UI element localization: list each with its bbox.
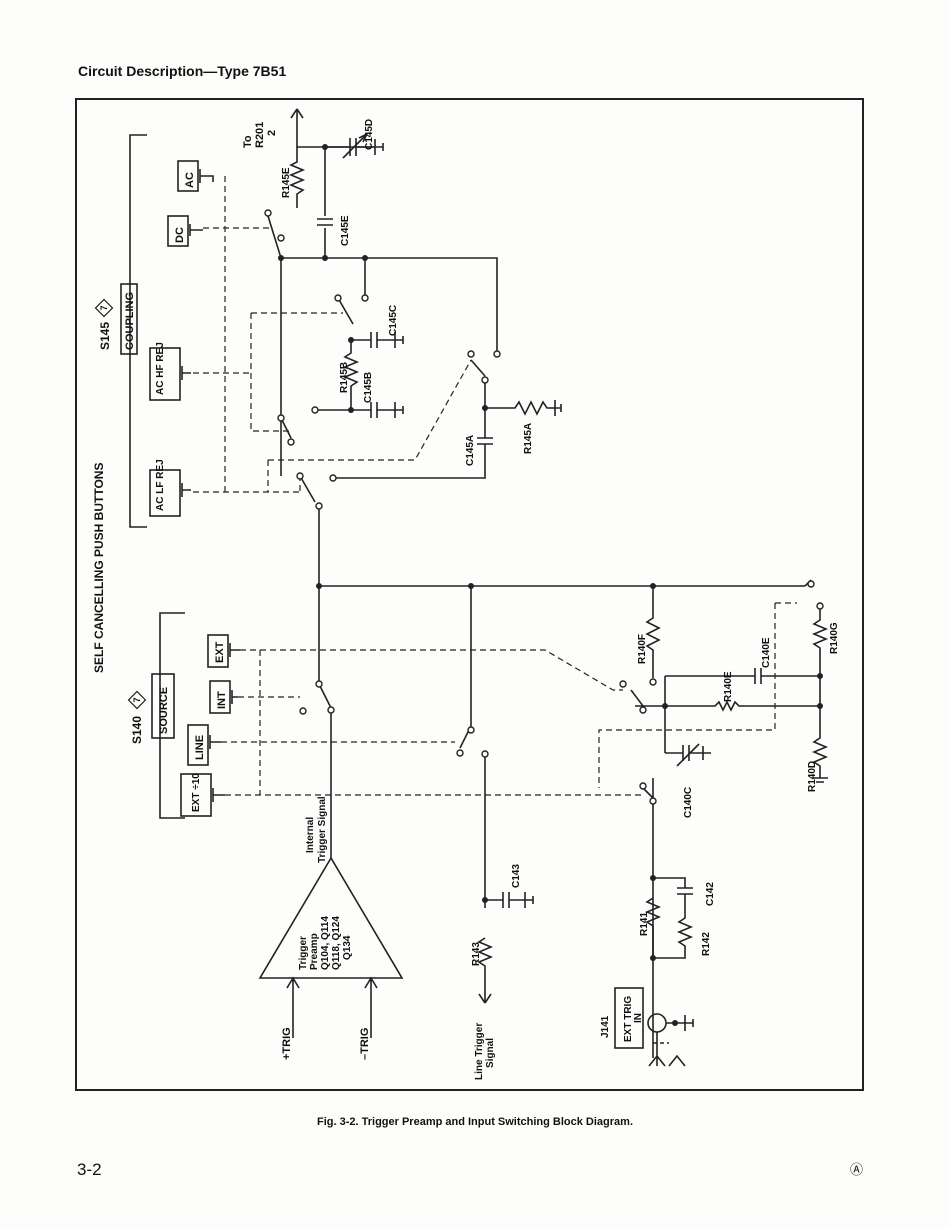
plus-trig-label: +TRIG: [281, 1027, 293, 1060]
label-r140e: R140E: [723, 671, 734, 702]
label-r140f: R140F: [637, 634, 648, 664]
connector-ref: J141: [600, 1015, 611, 1038]
label-c140e: C140E: [761, 637, 772, 668]
source-label-box: [151, 673, 175, 739]
preamp-line2: Preamp: [309, 933, 320, 970]
coupling-label-box: [120, 283, 138, 355]
revision-mark: Ⓐ: [850, 1162, 864, 1177]
button-ac-hf-rej-label: AC HF REJ: [155, 342, 166, 395]
label-c142: C142: [705, 882, 716, 906]
line-trigger-line1: Line Trigger: [474, 1023, 485, 1080]
page-header: Circuit Description—Type 7B51: [78, 63, 287, 79]
button-dc: [167, 215, 189, 247]
source-switch-id: S140: [130, 716, 144, 744]
coupling-group-label: SELF CANCELLING PUSH BUTTONS: [92, 463, 106, 673]
button-ac: [177, 160, 199, 192]
label-r141: R141: [639, 912, 650, 936]
source-name: SOURCE: [158, 687, 170, 734]
minus-trig-label: –TRIG: [359, 1028, 371, 1060]
preamp-line5: Q134: [342, 935, 353, 960]
coupling-bracket: [129, 134, 147, 528]
button-line: [187, 724, 209, 766]
button-ext-div10-label: EXT ÷10: [191, 773, 202, 812]
label-c145d: C145D: [364, 119, 375, 150]
button-ext-div10: [180, 773, 212, 817]
svg-text:7: 7: [132, 697, 142, 702]
label-r145a: R145A: [523, 423, 534, 454]
button-line-label: LINE: [194, 735, 206, 760]
to-ref: R201: [254, 122, 266, 148]
preamp-line4: Q118, Q124: [331, 916, 342, 970]
connector-label1: EXT TRIG: [623, 996, 634, 1042]
to-label: To: [242, 135, 254, 148]
label-r142: R142: [701, 932, 712, 956]
figure-caption: Fig. 3-2. Trigger Preamp and Input Switc…: [317, 1116, 633, 1128]
coupling-switch-id: S145: [98, 322, 112, 350]
page-number: 3-2: [77, 1160, 102, 1179]
preamp-line3: Q104, Q114: [320, 916, 331, 970]
button-ac-lf-rej: [149, 469, 181, 517]
trigger-preamp: [258, 856, 404, 979]
connector-label2: IN: [633, 1013, 644, 1023]
label-r143: R143: [471, 942, 482, 966]
label-r145e: R145E: [281, 167, 292, 198]
source-bracket: [159, 612, 185, 819]
label-r140g: R140G: [829, 622, 840, 654]
button-ac-lf-rej-label: AC LF REJ: [155, 459, 166, 511]
label-c145c: C145C: [388, 305, 399, 336]
label-c145a: C145A: [465, 435, 476, 466]
coupling-badge: 7: [94, 298, 114, 318]
ext-trig-in-box: [614, 987, 644, 1049]
label-c140c: C140C: [683, 787, 694, 818]
preamp-line1: Trigger: [298, 936, 309, 970]
button-int-label: INT: [216, 691, 228, 709]
internal-trigger-line1: Internal: [305, 817, 316, 853]
line-trigger-line2: Signal: [485, 1038, 496, 1068]
button-ac-hf-rej: [149, 347, 181, 401]
svg-text:7: 7: [99, 305, 109, 310]
button-ac-label: AC: [184, 172, 196, 188]
label-r140d: R140D: [807, 761, 818, 792]
button-int: [209, 680, 231, 714]
label-c145e: C145E: [340, 215, 351, 246]
internal-trigger-line2: Trigger Signal: [317, 796, 328, 863]
source-badge: 7: [127, 690, 147, 710]
coupling-name: COUPLING: [124, 292, 136, 350]
label-c143: C143: [511, 864, 522, 888]
label-c145b: C145B: [363, 372, 374, 403]
button-ext: [207, 634, 229, 668]
button-dc-label: DC: [174, 227, 186, 243]
block-diagram: SELF CANCELLING PUSH BUTTONS S145 7 COUP…: [92, 108, 840, 1080]
button-ext-label: EXT: [214, 641, 226, 663]
to-pin: 2: [266, 130, 278, 136]
diagram-frame: [75, 98, 864, 1091]
label-r145b: R145B: [339, 362, 350, 393]
